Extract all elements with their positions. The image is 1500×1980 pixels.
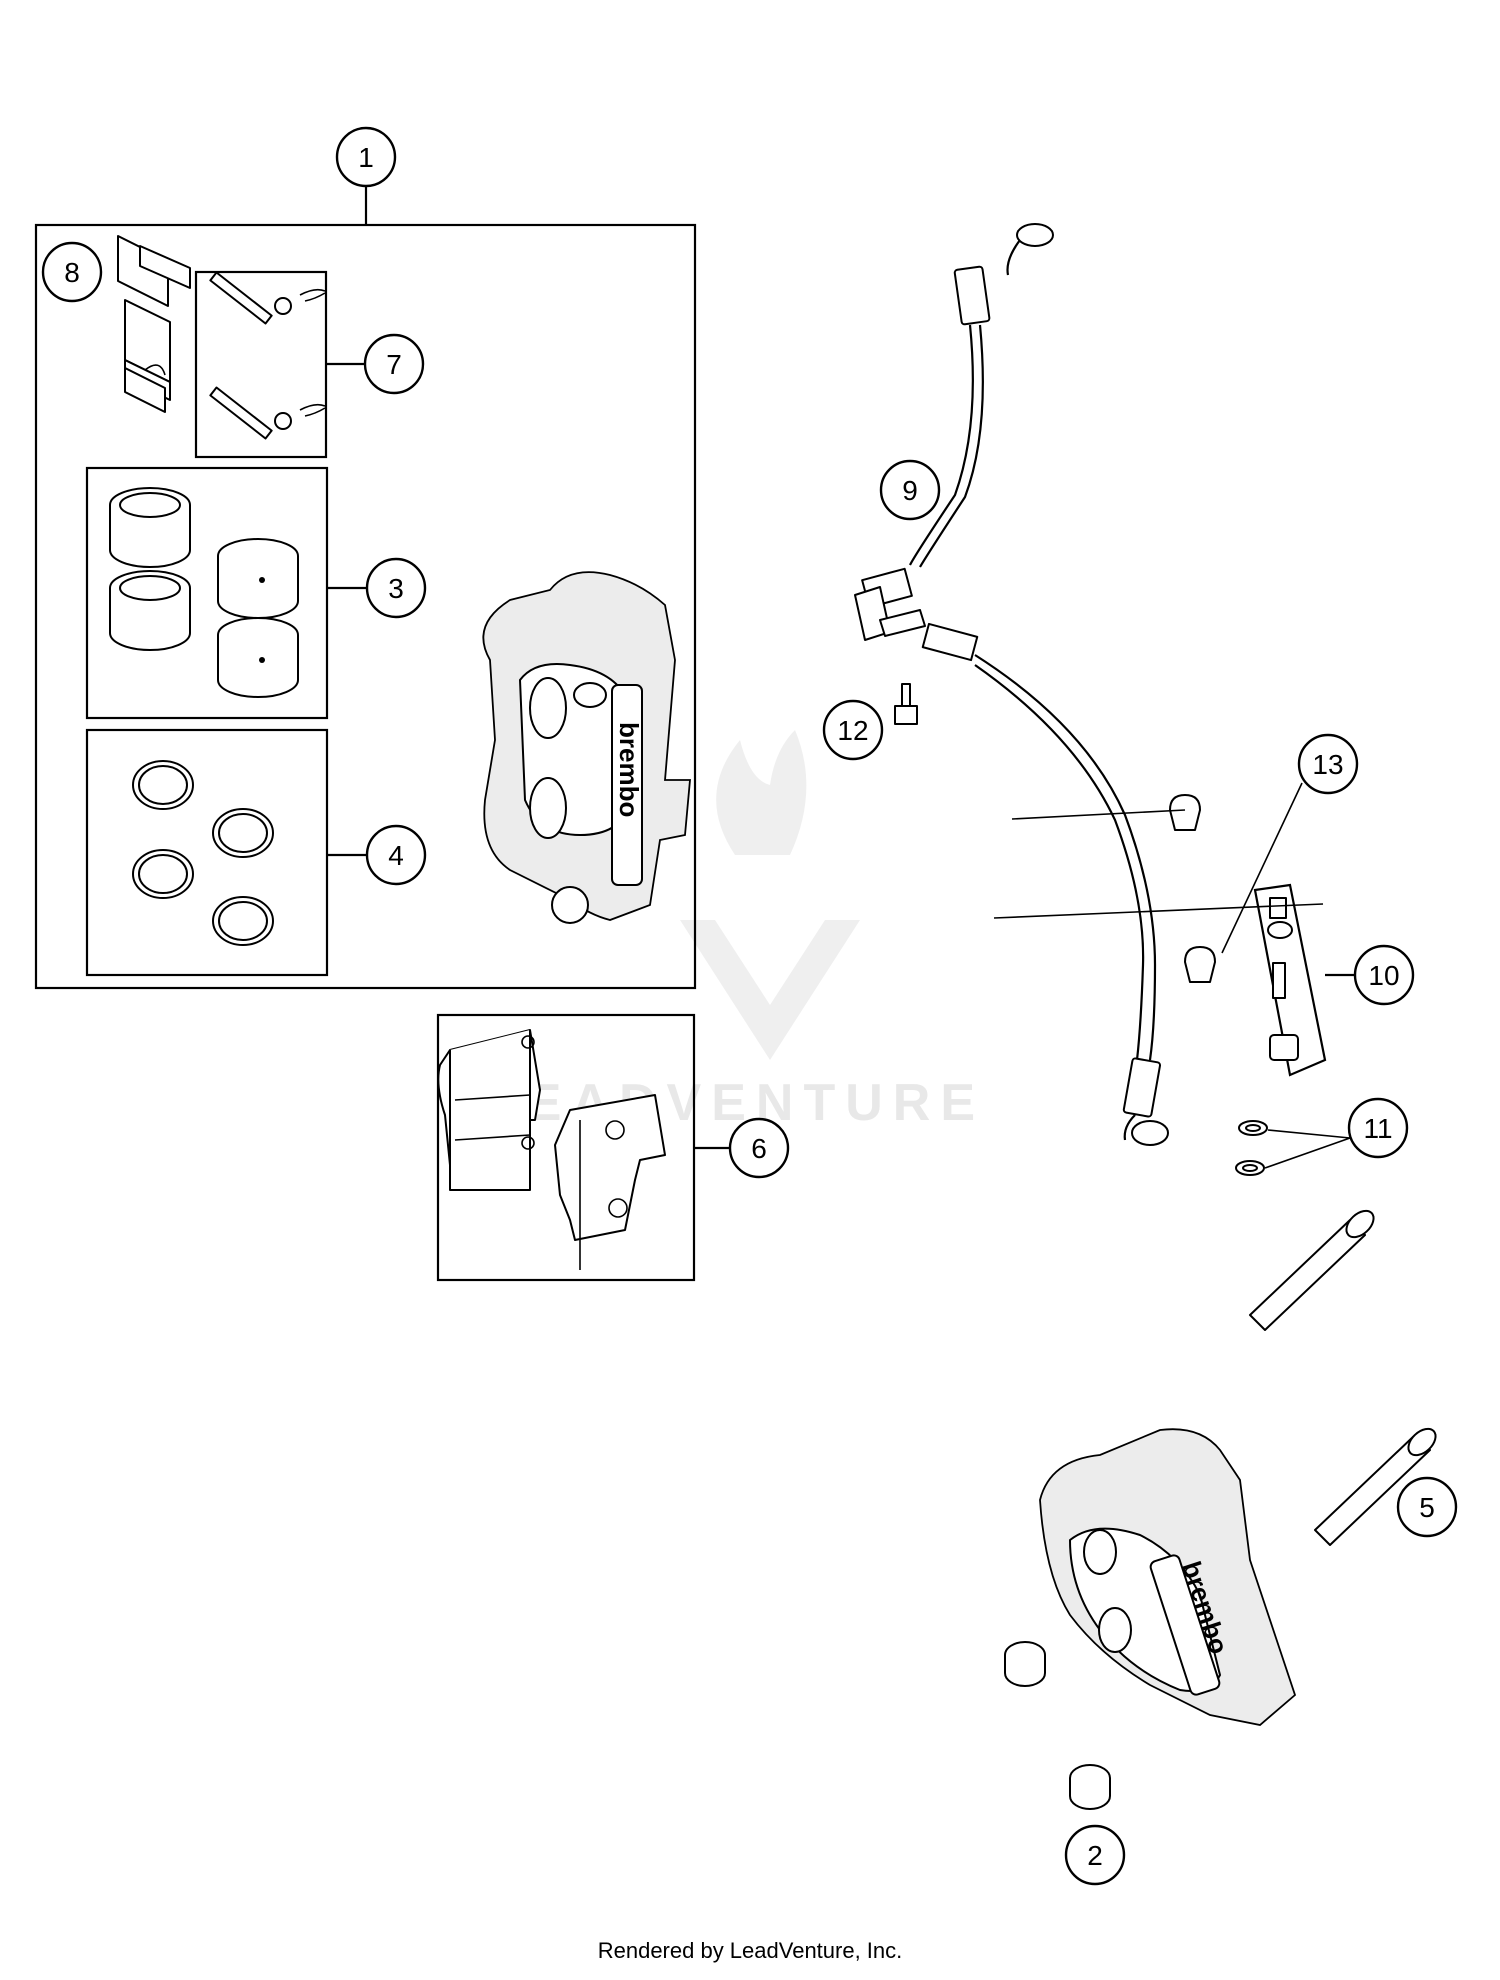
svg-text:9: 9 [902, 475, 918, 506]
svg-text:7: 7 [386, 349, 402, 380]
callout-13: 13 [1297, 733, 1359, 795]
svg-text:5: 5 [1419, 1492, 1435, 1523]
callout-6: 6 [728, 1117, 790, 1179]
caliper-pins-part [209, 271, 326, 440]
svg-text:1: 1 [358, 142, 374, 173]
bleeder-valve-kit [1253, 883, 1355, 1077]
svg-text:6: 6 [751, 1133, 767, 1164]
watermark-text: LEADVENTURE [485, 1074, 985, 1132]
pad-spring-clip-part [117, 235, 191, 413]
bolt-part [894, 683, 918, 725]
callout-8: 8 [41, 241, 103, 303]
brake-pads-part [437, 1029, 666, 1270]
svg-text:13: 13 [1312, 749, 1343, 780]
svg-text:12: 12 [837, 715, 868, 746]
spacers-part [1004, 1641, 1111, 1810]
caliper-kit-box [34, 187, 697, 990]
caliper-brand-text: brembo [614, 722, 644, 817]
seal-kit-box [85, 728, 329, 977]
footer-credit: Rendered by LeadVenture, Inc. [597, 1938, 903, 1963]
svg-text:8: 8 [64, 257, 80, 288]
svg-text:11: 11 [1363, 1113, 1392, 1144]
callout-9: 9 [879, 459, 941, 521]
seals-part [132, 760, 274, 946]
leader-lines [993, 782, 1351, 1169]
hose-clips-part [1169, 794, 1216, 983]
svg-text:2: 2 [1087, 1840, 1103, 1871]
mounting-bolts-part [1249, 1209, 1437, 1546]
brake-hose-part [854, 223, 1169, 1146]
callout-3: 3 [365, 557, 427, 619]
svg-text:4: 4 [388, 840, 404, 871]
assembled-caliper: brembo [1039, 1428, 1297, 1726]
washers-part [1235, 1120, 1268, 1176]
callout-11: 11 [1347, 1097, 1409, 1159]
callout-2: 2 [1064, 1824, 1126, 1886]
callout-5: 5 [1396, 1476, 1458, 1538]
callout-10: 10 [1353, 944, 1415, 1006]
pistons-part [109, 487, 299, 698]
callout-4: 4 [365, 824, 427, 886]
callout-1: 1 [335, 126, 397, 188]
piston-kit-box [85, 466, 329, 720]
svg-text:10: 10 [1368, 960, 1399, 991]
callout-7: 7 [363, 333, 425, 395]
callout-12: 12 [822, 699, 884, 761]
caliper-housing: brembo [482, 571, 691, 924]
svg-text:3: 3 [388, 573, 404, 604]
